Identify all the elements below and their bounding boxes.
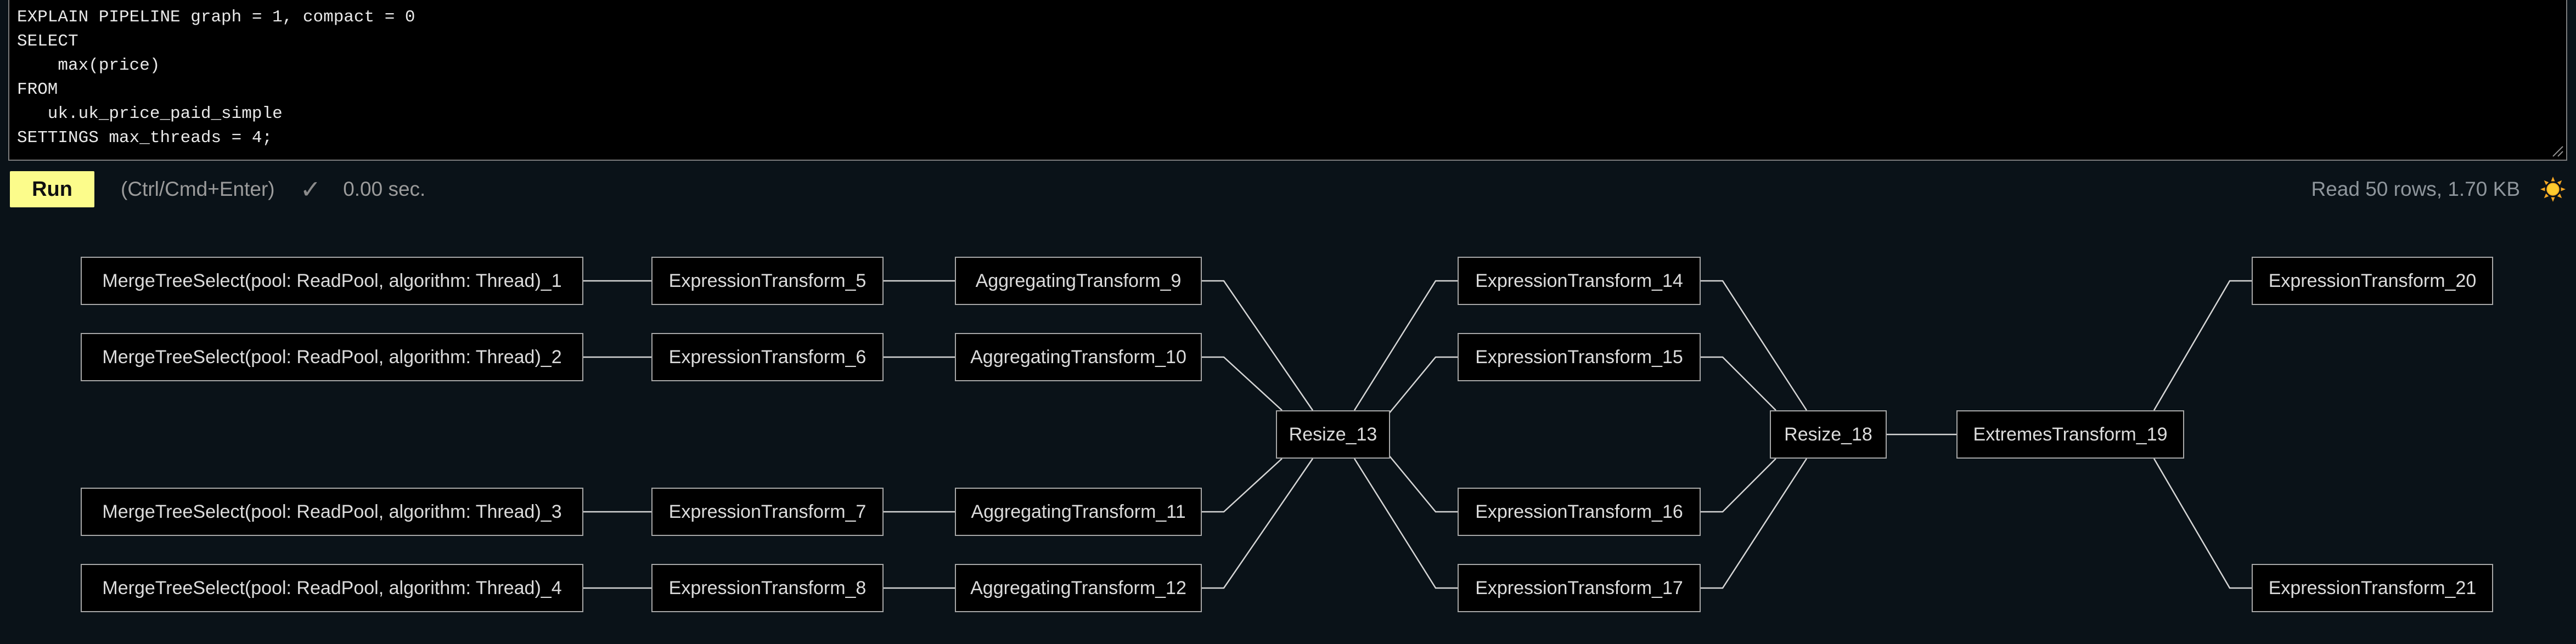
graph-node-Resize_18: Resize_18 xyxy=(1770,410,1887,459)
toolbar: Run (Ctrl/Cmd+Enter) ✓ 0.00 sec. Read 50… xyxy=(10,171,2566,208)
graph-edge-ExtremesTransform_19-to-ExpressionTransform_20 xyxy=(2153,280,2252,411)
graph-edge-ExpressionTransform_15-to-Resize_18 xyxy=(1701,356,1776,411)
graph-node-ExpressionTransform_21: ExpressionTransform_21 xyxy=(2252,564,2493,612)
graph-node-MergeTreeSelect_2: MergeTreeSelect(pool: ReadPool, algorith… xyxy=(81,333,583,381)
graph-edge-ExtremesTransform_19-to-ExpressionTransform_21 xyxy=(2153,458,2252,589)
graph-edge-Resize_13-to-ExpressionTransform_14 xyxy=(1353,280,1458,411)
graph-node-ExpressionTransform_7: ExpressionTransform_7 xyxy=(651,488,884,536)
graph-node-ExpressionTransform_20: ExpressionTransform_20 xyxy=(2252,257,2493,305)
graph-edge-AggregatingTransform_9-to-Resize_13 xyxy=(1202,280,1314,411)
graph-node-Resize_13: Resize_13 xyxy=(1276,410,1390,459)
graph-edge-AggregatingTransform_10-to-Resize_13 xyxy=(1202,356,1283,411)
graph-edge-Resize_13-to-ExpressionTransform_17 xyxy=(1353,458,1458,589)
graph-edge-ExpressionTransform_14-to-Resize_18 xyxy=(1701,280,1808,411)
graph-node-ExtremesTransform_19: ExtremesTransform_19 xyxy=(1956,410,2184,459)
graph-node-MergeTreeSelect_3: MergeTreeSelect(pool: ReadPool, algorith… xyxy=(81,488,583,536)
graph-node-ExpressionTransform_6: ExpressionTransform_6 xyxy=(651,333,884,381)
graph-node-ExpressionTransform_14: ExpressionTransform_14 xyxy=(1458,257,1701,305)
graph-node-MergeTreeSelect_1: MergeTreeSelect(pool: ReadPool, algorith… xyxy=(81,257,583,305)
graph-node-AggregatingTransform_12: AggregatingTransform_12 xyxy=(955,564,1202,612)
graph-node-MergeTreeSelect_4: MergeTreeSelect(pool: ReadPool, algorith… xyxy=(81,564,583,612)
graph-node-AggregatingTransform_11: AggregatingTransform_11 xyxy=(955,488,1202,536)
graph-edge-Resize_13-to-ExpressionTransform_15 xyxy=(1388,356,1458,415)
elapsed-time: 0.00 sec. xyxy=(343,178,426,200)
sql-text: EXPLAIN PIPELINE graph = 1, compact = 0 … xyxy=(17,8,415,148)
graph-edge-ExpressionTransform_16-to-Resize_18 xyxy=(1701,458,1776,513)
graph-node-ExpressionTransform_17: ExpressionTransform_17 xyxy=(1458,564,1701,612)
graph-edge-ExpressionTransform_17-to-Resize_18 xyxy=(1701,458,1808,589)
sun-icon xyxy=(2540,177,2566,202)
graph-node-AggregatingTransform_10: AggregatingTransform_10 xyxy=(955,333,1202,381)
graph-node-AggregatingTransform_9: AggregatingTransform_9 xyxy=(955,257,1202,305)
read-stats: Read 50 rows, 1.70 KB xyxy=(2311,178,2521,200)
theme-toggle-button[interactable] xyxy=(2540,176,2566,202)
graph-edge-AggregatingTransform_12-to-Resize_13 xyxy=(1202,458,1314,589)
shortcut-hint: (Ctrl/Cmd+Enter) xyxy=(121,178,275,200)
run-button[interactable]: Run xyxy=(10,171,94,207)
sql-editor[interactable]: EXPLAIN PIPELINE graph = 1, compact = 0 … xyxy=(8,0,2567,161)
success-check-icon: ✓ xyxy=(300,175,322,204)
graph-node-ExpressionTransform_15: ExpressionTransform_15 xyxy=(1458,333,1701,381)
graph-node-ExpressionTransform_8: ExpressionTransform_8 xyxy=(651,564,884,612)
graph-node-ExpressionTransform_5: ExpressionTransform_5 xyxy=(651,257,884,305)
graph-edge-AggregatingTransform_11-to-Resize_13 xyxy=(1202,458,1283,513)
textarea-resize-grip-icon[interactable] xyxy=(2549,142,2564,157)
graph-edge-Resize_13-to-ExpressionTransform_16 xyxy=(1388,454,1458,513)
graph-node-ExpressionTransform_16: ExpressionTransform_16 xyxy=(1458,488,1701,536)
